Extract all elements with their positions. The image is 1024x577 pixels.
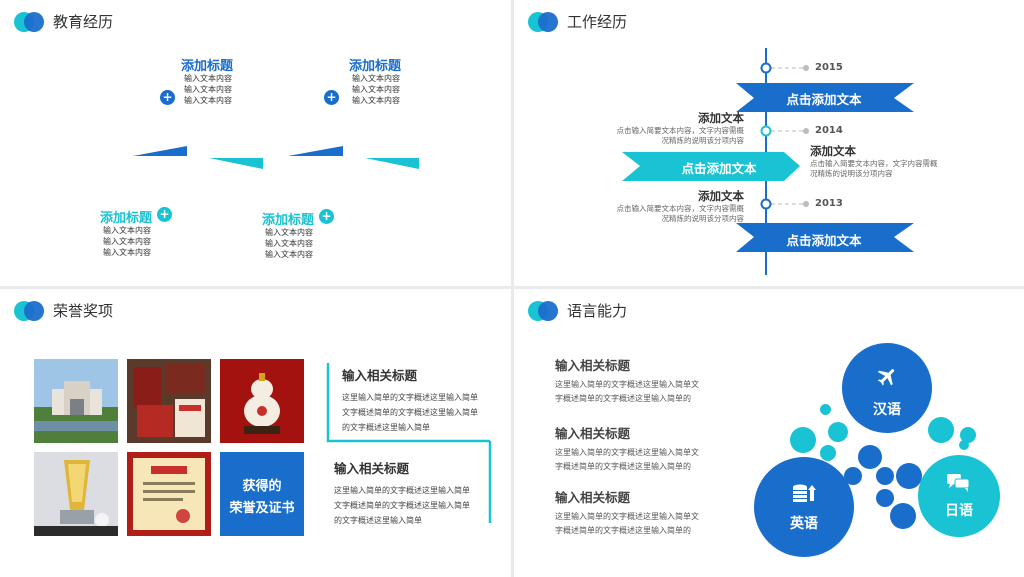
honors-tile-line: 荣誉及证书 — [229, 501, 295, 516]
education-item-text: 输入文本内容输入文本内容输入文本内容 — [265, 228, 313, 259]
add-button[interactable]: + — [319, 209, 334, 224]
bubble-label: 日语 — [945, 503, 973, 519]
crystal-trophy-photo — [34, 452, 118, 536]
decor-bubble — [828, 422, 848, 442]
language-block: 输入相关标题 这里输入简单的文字概述这里输入简单文 字概述简单的文字概述这里输入… — [555, 490, 699, 535]
chinese-language-bubble: 汉语 — [842, 343, 932, 433]
gourd-trophy-photo — [220, 359, 304, 443]
honors-tile: 获得的 荣誉及证书 — [220, 452, 304, 536]
decor-bubble — [876, 467, 894, 485]
education-timeline-shapes — [133, 146, 419, 169]
education-item-title: 添加标题 — [262, 213, 315, 228]
add-button[interactable]: + — [160, 90, 175, 105]
education-item-text: 输入文本内容输入文本内容输入文本内容 — [352, 74, 400, 105]
year-label: 2015 — [815, 62, 843, 73]
work-note: 添加文本 点击输入简要文本内容，文字内容需概 况精炼的说明该分项内容 — [810, 144, 938, 178]
language-title: 语言能力 — [567, 302, 628, 320]
header-circle-icon — [24, 301, 44, 321]
certificates-photo — [127, 359, 211, 443]
timeline-segment — [288, 146, 343, 156]
education-item-title: 添加标题 — [349, 59, 402, 74]
language-block: 输入相关标题 这里输入简单的文字概述这里输入简单文 字概述简单的文字概述这里输入… — [555, 358, 699, 403]
decor-bubble — [928, 417, 954, 443]
airplane-icon — [877, 369, 895, 386]
honor-block: 输入相关标题 这里输入简单的文字概述这里输入简单 文字概述简单的文字概述这里输入… — [342, 368, 478, 432]
banner-arrow — [736, 223, 914, 252]
honors-panel: 荣誉奖项 — [0, 289, 511, 577]
honor-certificate-photo — [127, 452, 211, 536]
education-panel: 教育经历 添加标题 输入文本内容输入文本内容输入文本内容 + 添加标题 输入文本… — [0, 0, 511, 286]
decor-bubble — [820, 404, 831, 415]
header-circle-icon — [538, 301, 558, 321]
work-title: 工作经历 — [567, 13, 628, 31]
banner-text[interactable]: 点击添加文本 — [681, 161, 757, 176]
japanese-language-bubble: 日语 — [918, 455, 1000, 537]
banner-arrow — [736, 83, 914, 112]
education-item-title: 添加标题 — [100, 211, 153, 226]
honors-title: 荣誉奖项 — [53, 302, 114, 320]
add-button[interactable]: + — [324, 90, 339, 105]
banner-text[interactable]: 点击添加文本 — [786, 92, 862, 107]
header-circle-icon — [24, 12, 44, 32]
timeline-node — [760, 62, 772, 74]
decor-bubble — [820, 445, 836, 461]
timeline-segment — [133, 146, 187, 156]
money-stack-icon — [793, 484, 816, 502]
honor-block: 输入相关标题 这里输入简单的文字概述这里输入简单 文字概述简单的文字概述这里输入… — [334, 461, 470, 525]
decor-bubble — [896, 463, 922, 489]
education-title: 教育经历 — [53, 13, 114, 31]
honors-tile-line: 获得的 — [242, 479, 282, 494]
campus-photo — [34, 359, 118, 443]
honors-bracket-lines — [326, 363, 492, 523]
bubble-label: 汉语 — [873, 402, 901, 418]
timeline-node — [760, 198, 772, 210]
english-language-bubble: 英语 — [754, 457, 854, 557]
year-label: 2014 — [815, 125, 843, 136]
timeline-node — [760, 125, 772, 137]
banner-arrow — [622, 152, 800, 181]
add-button[interactable]: + — [157, 207, 172, 222]
language-panel: 语言能力 输入相关标题 这里输入简单的文字概述这里输入简单文 字概述简单的文字概… — [514, 289, 1024, 577]
header-circle-icon — [538, 12, 558, 32]
year-label: 2013 — [815, 198, 843, 209]
timeline-segment — [209, 158, 263, 169]
decor-bubble — [844, 467, 862, 485]
timeline-segment — [365, 158, 419, 169]
education-item-title: 添加标题 — [181, 59, 234, 74]
decor-bubble — [959, 440, 969, 450]
work-note: 添加文本 点击输入简要文本内容，文字内容需概 况精炼的说明该分项内容 — [616, 111, 745, 145]
chat-bubbles-icon — [947, 474, 970, 492]
language-block: 输入相关标题 这里输入简单的文字概述这里输入简单文 字概述简单的文字概述这里输入… — [555, 426, 699, 471]
decor-bubble — [890, 503, 916, 529]
decor-bubble — [790, 427, 816, 453]
work-timeline — [622, 48, 914, 275]
banner-text[interactable]: 点击添加文本 — [786, 233, 862, 248]
decor-bubble — [876, 489, 894, 507]
decor-bubble — [960, 427, 976, 443]
work-note: 添加文本 点击输入简要文本内容，文字内容需概 况精炼的说明该分项内容 — [616, 189, 745, 223]
bubble-label: 英语 — [790, 516, 818, 532]
decor-bubble — [858, 445, 882, 469]
work-panel: 工作经历 2015 2014 2013 点击添加文本 点击添加文本 点击添加文本… — [514, 0, 1024, 286]
education-item-text: 输入文本内容输入文本内容输入文本内容 — [103, 226, 151, 257]
education-item-text: 输入文本内容输入文本内容输入文本内容 — [184, 74, 232, 105]
